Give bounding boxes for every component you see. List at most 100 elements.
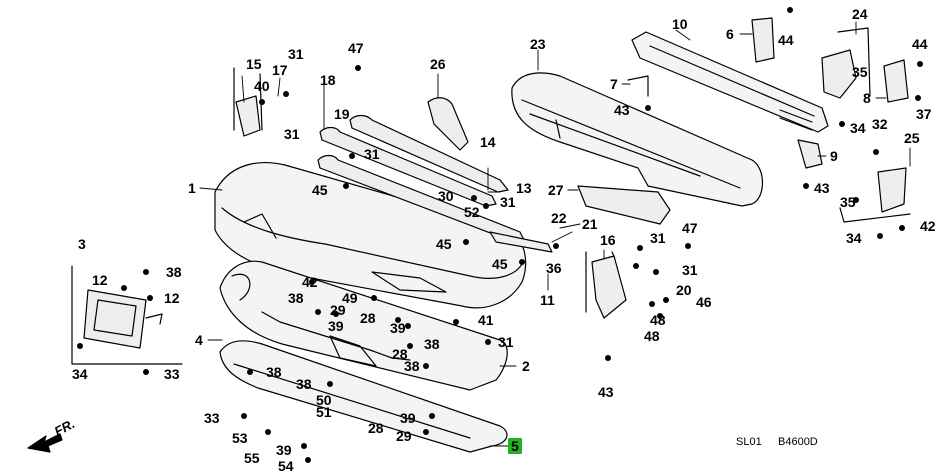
callout-14: 14 xyxy=(480,134,496,150)
callout-42b: 42 xyxy=(920,218,936,234)
callout-43c: 43 xyxy=(598,384,614,400)
callout-38e: 38 xyxy=(424,336,440,352)
callout-43a: 43 xyxy=(614,102,630,118)
callout-39b: 39 xyxy=(390,320,406,336)
callout-9: 9 xyxy=(830,148,838,164)
callout-35b: 35 xyxy=(840,194,856,210)
callout-20: 20 xyxy=(676,282,692,298)
callout-51: 51 xyxy=(316,404,332,420)
callout-38f: 38 xyxy=(404,358,420,374)
bumper-beam xyxy=(631,31,829,133)
callout-15: 15 xyxy=(246,56,262,72)
callout-30: 30 xyxy=(438,188,454,204)
bumper-strips xyxy=(317,114,553,253)
callout-46: 46 xyxy=(696,294,712,310)
mounting-brackets xyxy=(233,17,911,319)
callout-25: 25 xyxy=(904,130,920,146)
callout-47a: 47 xyxy=(348,40,364,56)
callout-28b: 28 xyxy=(392,346,408,362)
callout-21: 21 xyxy=(582,216,598,232)
callout-23: 23 xyxy=(530,36,546,52)
callout-45b: 45 xyxy=(436,236,452,252)
license-plate-bracket xyxy=(71,265,183,365)
callout-5-highlighted[interactable]: 5 xyxy=(508,438,522,454)
callout-38b: 38 xyxy=(288,290,304,306)
callout-6: 6 xyxy=(726,26,734,42)
callout-28c: 28 xyxy=(368,420,384,436)
callout-31b: 31 xyxy=(284,126,300,142)
callout-39c: 39 xyxy=(400,410,416,426)
front-direction-arrow xyxy=(27,433,63,453)
callout-33a: 33 xyxy=(204,410,220,426)
callout-8: 8 xyxy=(863,90,871,106)
callout-7: 7 xyxy=(610,76,618,92)
callout-41: 41 xyxy=(478,312,494,328)
callout-27: 27 xyxy=(548,182,564,198)
callout-3: 3 xyxy=(78,236,86,252)
callout-39d: 39 xyxy=(276,442,292,458)
figure-code-right: B4600D xyxy=(778,436,818,448)
callout-29a: 29 xyxy=(330,302,346,318)
callout-12a: 12 xyxy=(92,272,108,288)
callout-4: 4 xyxy=(195,332,203,348)
callout-31a: 31 xyxy=(288,46,304,62)
callout-39a: 39 xyxy=(328,318,344,334)
callout-34a: 34 xyxy=(72,366,88,382)
callout-19: 19 xyxy=(334,106,350,122)
callout-12b: 12 xyxy=(164,290,180,306)
callout-33b: 33 xyxy=(164,366,180,382)
callout-38c: 38 xyxy=(266,364,282,380)
callout-31g: 31 xyxy=(682,262,698,278)
callout-31e: 31 xyxy=(498,334,514,350)
callout-13: 13 xyxy=(516,180,532,196)
callout-44a: 44 xyxy=(778,32,794,48)
bumper-lower-spoiler xyxy=(219,260,508,391)
callout-16: 16 xyxy=(600,232,616,248)
callout-54: 54 xyxy=(278,458,294,474)
fasteners xyxy=(77,7,923,463)
callout-35a: 35 xyxy=(852,64,868,80)
callout-28a: 28 xyxy=(360,310,376,326)
callout-2: 2 xyxy=(522,358,530,374)
callout-34b: 34 xyxy=(850,120,866,136)
callout-10: 10 xyxy=(672,16,688,32)
callout-44b: 44 xyxy=(912,36,928,52)
callout-29b: 29 xyxy=(396,428,412,444)
callout-53: 53 xyxy=(232,430,248,446)
callout-47b: 47 xyxy=(682,220,698,236)
callout-52: 52 xyxy=(464,204,480,220)
callout-31d: 31 xyxy=(500,194,516,210)
callout-24: 24 xyxy=(852,6,868,22)
callout-11: 11 xyxy=(540,292,555,308)
callout-31c: 31 xyxy=(364,146,380,162)
callout-34c: 34 xyxy=(846,230,862,246)
callout-42a: 42 xyxy=(302,274,318,290)
callout-22: 22 xyxy=(551,210,567,226)
callout-45a: 45 xyxy=(312,182,328,198)
leader-lines xyxy=(199,21,911,447)
figure-code-left: SL01 xyxy=(736,436,762,448)
callout-50: 50 xyxy=(316,392,332,408)
callout-38d: 38 xyxy=(296,376,312,392)
callout-17: 17 xyxy=(272,62,288,78)
callout-32: 32 xyxy=(872,116,888,132)
callout-31f: 31 xyxy=(650,230,666,246)
callout-48a: 48 xyxy=(650,312,666,328)
callout-55: 55 xyxy=(244,450,260,466)
callout-43b: 43 xyxy=(814,180,830,196)
callout-37: 37 xyxy=(916,106,932,122)
bumper-reinforcement xyxy=(511,72,764,207)
callout-26: 26 xyxy=(430,56,446,72)
callout-1: 1 xyxy=(188,180,196,196)
callout-18: 18 xyxy=(320,72,336,88)
side-grilles xyxy=(427,97,671,225)
front-lip-spoiler xyxy=(219,340,508,453)
callout-45c: 45 xyxy=(492,256,508,272)
callout-49: 49 xyxy=(342,290,358,306)
callout-36: 36 xyxy=(546,260,562,276)
callout-48b: 48 xyxy=(644,328,660,344)
callout-40: 40 xyxy=(254,78,270,94)
callout-38a: 38 xyxy=(166,264,182,280)
